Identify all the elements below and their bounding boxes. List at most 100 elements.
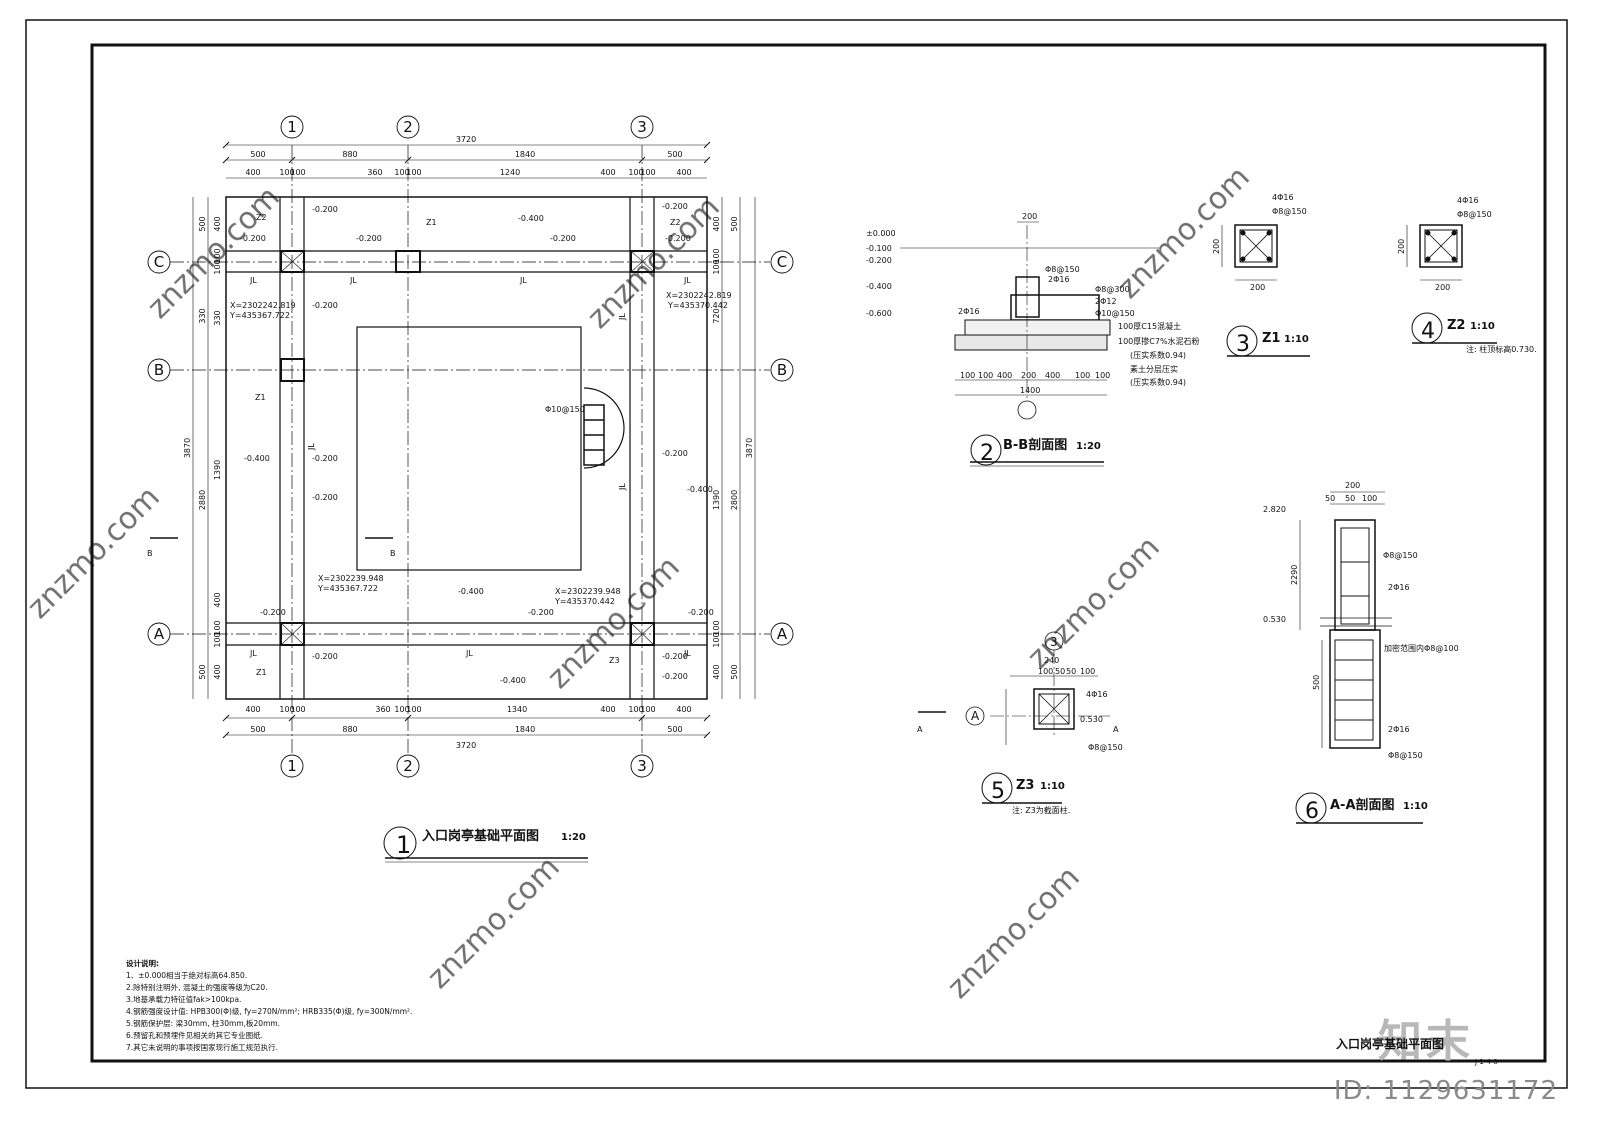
- dim-text: 100: [712, 632, 721, 647]
- foundation-plan: [150, 141, 770, 755]
- rebar-text: 2Φ16: [1388, 583, 1410, 592]
- rebar-text: 加密范围内Φ8@100: [1384, 643, 1459, 653]
- coord-text: X=2302242.819: [230, 301, 296, 310]
- dim-text: 50: [1055, 667, 1065, 676]
- dim-text: 1340: [507, 705, 527, 714]
- axis-2-top: 2: [403, 118, 413, 136]
- image-id-watermark: ID: 1129631172: [1333, 1076, 1558, 1106]
- dim-text: 330: [198, 308, 207, 323]
- elev-text: -0.400: [500, 676, 526, 685]
- beam-tag: JL: [683, 649, 691, 658]
- beam-tag: JL: [307, 443, 316, 451]
- design-note-item: 7.其它未说明的事项按国家现行施工规范执行.: [126, 1043, 279, 1052]
- dim-text: 400: [213, 592, 222, 607]
- rebar-text: Φ8@150: [1383, 551, 1418, 560]
- dim-text: 880: [342, 150, 357, 159]
- dim-text: 330: [213, 310, 222, 325]
- elev-text: -0.200: [662, 449, 688, 458]
- dim-text: 100: [394, 168, 409, 177]
- rebar-text: Φ8@150: [1088, 743, 1123, 752]
- dim-text: 200: [1397, 239, 1406, 254]
- column-z1-labels: 4Φ16 Φ8@150 200 200 3 Z1 1:10: [1212, 193, 1309, 357]
- rebar-text: 4Φ16: [1086, 690, 1108, 699]
- dim-text: 1840: [515, 150, 535, 159]
- layer-note: 100厚掺C7%水泥石粉: [1118, 336, 1200, 346]
- dim-text: 400: [245, 705, 260, 714]
- elev-text: -0.400: [458, 587, 484, 596]
- beam-tag: JL: [249, 649, 257, 658]
- plan-dimensions: 3720 500 880 1840 500 400 100 100 360 10…: [245, 135, 691, 750]
- coord-text: 0.530: [1080, 715, 1103, 724]
- dim-text: 200: [1212, 239, 1221, 254]
- layer-note: 100厚C15混凝土: [1118, 321, 1181, 331]
- titleblock-drawing-title: 入口岗亭基础平面图: [1336, 1037, 1445, 1051]
- dim-text: 100: [1095, 371, 1110, 380]
- dim-bottom-total: 3720: [456, 741, 476, 750]
- dim-text: 500: [667, 725, 682, 734]
- section-bb: [900, 221, 1160, 420]
- inner-border: [90, 43, 1547, 1063]
- coord-text: X=2302239.948: [555, 587, 621, 596]
- beam-tag: JL: [519, 276, 527, 285]
- section-mark-text: A: [1113, 725, 1119, 734]
- elev-text: -0.200: [866, 256, 892, 265]
- dim-text: 50: [1066, 667, 1076, 676]
- coord-text: X=2302239.948: [318, 574, 384, 583]
- elev-text: -0.400: [866, 282, 892, 291]
- design-notes: 设计说明: 1、±0.000相当于绝对标高64.850. 2.除特别注明外, 混…: [126, 958, 546, 1054]
- dim-text: 100: [290, 168, 305, 177]
- aa-title-number: 6: [1305, 799, 1319, 824]
- dim-text: 400: [245, 168, 260, 177]
- z2-title-text: Z2: [1447, 318, 1465, 333]
- elev-text: -0.200: [312, 205, 338, 214]
- rebar-text: Φ8@150: [1457, 210, 1492, 219]
- z1-title-text: Z1: [1262, 331, 1280, 346]
- dim-text: 100: [1362, 494, 1377, 503]
- dim-text: 100: [960, 371, 975, 380]
- elev-text: -0.200: [260, 608, 286, 617]
- rebar-text: Φ8@150: [1272, 207, 1307, 216]
- plan-labels: Z2 Z1 Z2 Z1 Z1 Z3 JL JL JL JL JL JL JL J…: [147, 213, 732, 677]
- beam-tag: JL: [349, 276, 357, 285]
- dim-text: 1840: [515, 725, 535, 734]
- elev-text: -0.100: [866, 244, 892, 253]
- axis-1-top: 1: [287, 118, 297, 136]
- rebar-text: 4Φ16: [1457, 196, 1479, 205]
- dim-text: 200: [1250, 283, 1265, 292]
- dim-text: 100: [279, 168, 294, 177]
- dim-text: 100: [279, 705, 294, 714]
- axis-C-right: C: [777, 253, 787, 271]
- elev-text: -0.600: [866, 309, 892, 318]
- z3-axis-col: 3: [1050, 635, 1058, 649]
- column-z3: [918, 631, 1110, 804]
- z3-note: 注: Z3为截面柱.: [1012, 805, 1070, 815]
- column-tag: Z3: [609, 656, 620, 665]
- dim-text: 2800: [730, 490, 739, 510]
- elev-text: -0.200: [662, 202, 688, 211]
- beam-tag: JL: [249, 276, 257, 285]
- elev-text: -0.200: [312, 301, 338, 310]
- axis-3-top: 3: [637, 118, 647, 136]
- rebar-text: Φ8@150: [1045, 265, 1080, 274]
- dim-text: 720: [712, 308, 721, 323]
- design-note-item: 4.钢筋强度设计值: HPB300(Φ)级, fy=270N/mm²; HRB3…: [126, 1007, 413, 1016]
- z3-title-text: Z3: [1016, 778, 1034, 793]
- dim-text: 100: [213, 620, 222, 635]
- dim-text: 100: [640, 168, 655, 177]
- dim-text: 2290: [1290, 565, 1299, 585]
- dim-text: 100: [640, 705, 655, 714]
- aa-title-text: A-A剖面图: [1330, 797, 1395, 813]
- beam-tag: JL: [465, 649, 473, 658]
- beam-tag: JL: [618, 313, 627, 321]
- column-z1: [1221, 224, 1310, 357]
- coord-text: Y=435370.442: [667, 301, 728, 310]
- elev-text: -0.200: [528, 608, 554, 617]
- column-tag: Z2: [670, 218, 681, 227]
- bb-title-number: 2: [980, 441, 994, 466]
- rebar-text: 2Φ16: [958, 307, 980, 316]
- bb-title-text: B-B剖面图: [1003, 437, 1067, 453]
- z1-title-number: 3: [1236, 332, 1250, 357]
- dim-text: 400: [997, 371, 1012, 380]
- outer-border: [25, 19, 1568, 1089]
